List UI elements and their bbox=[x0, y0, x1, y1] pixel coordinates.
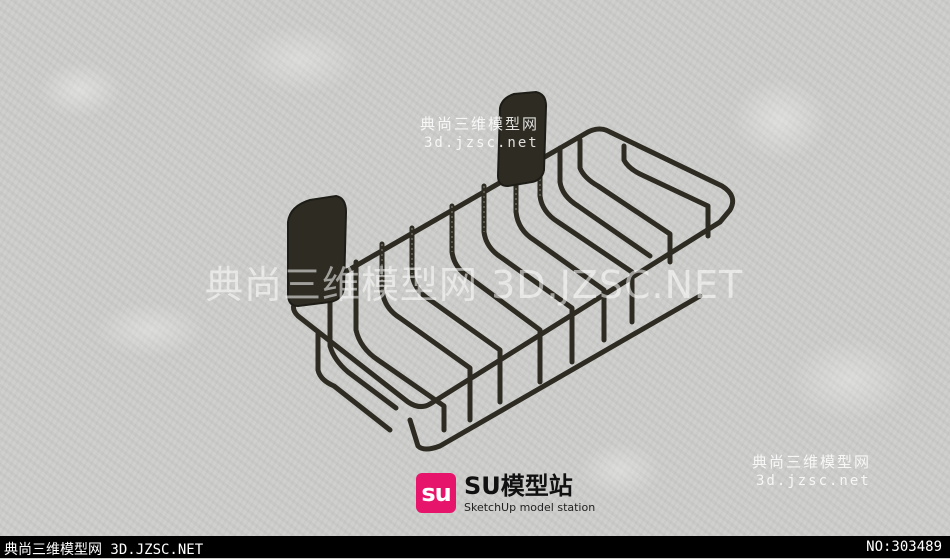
brand-title: SU模型站 bbox=[464, 471, 573, 500]
watermark-top-en: 3d.jzsc.net bbox=[424, 135, 539, 151]
brand-subtitle: SketchUp model station bbox=[464, 500, 596, 514]
watermark-bottom-right-cn: 典尚三维模型网 bbox=[752, 453, 872, 471]
brand-text: SU模型站 SketchUp model station bbox=[464, 474, 595, 513]
watermark-center: 典尚三维模型网 3D.JZSC.NET bbox=[205, 263, 744, 307]
footer-site-name: 典尚三维模型网 3D.JZSC.NET bbox=[4, 542, 204, 558]
footer-model-number: NO:303489 bbox=[866, 539, 942, 555]
watermark-bottom-right-en: 3d.jzsc.net bbox=[756, 473, 871, 489]
watermark-top-cn: 典尚三维模型网 bbox=[420, 115, 540, 133]
wire-basket-model bbox=[287, 90, 736, 452]
model-render-canvas: 典尚三维模型网 3d.jzsc.net 典尚三维模型网 3D.JZSC.NET … bbox=[0, 0, 950, 536]
su-brand-logo: su SU模型站 SketchUp model station bbox=[416, 472, 595, 514]
footer-bar: 典尚三维模型网 3D.JZSC.NET NO:303489 bbox=[0, 536, 950, 558]
su-badge-icon: su bbox=[416, 473, 456, 513]
